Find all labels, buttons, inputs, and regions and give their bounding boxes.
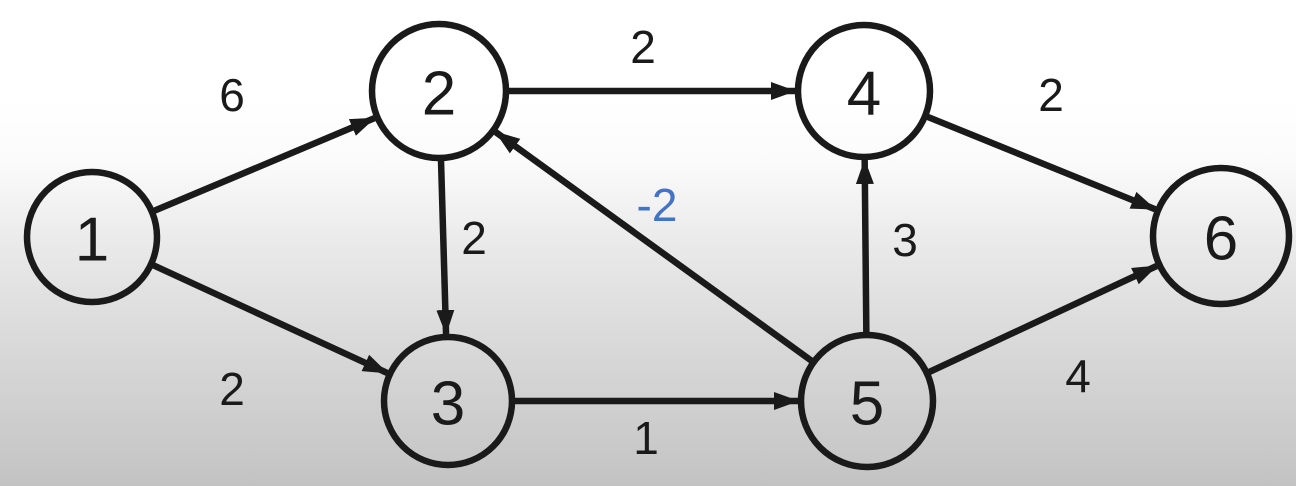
graph-edge-2-3 [436,157,455,336]
graph-edge-5-6 [925,263,1159,377]
node-label-5: 5 [850,370,884,439]
edge-weight-1-3: 2 [219,363,245,415]
graph-edge-5-4 [855,158,874,336]
graph-node-4 [794,21,934,161]
edge-weight-5-4: 3 [892,214,918,266]
graph-edge-1-2 [150,115,376,215]
node-label-1: 1 [75,206,109,275]
node-label-2: 2 [422,60,456,129]
graph-node-3 [380,333,516,469]
graph-node-1 [23,168,161,306]
edge-weight-1-2: 6 [219,69,245,121]
edge-weight-3-5: 1 [633,412,659,464]
graph-edge-5-2 [493,129,816,365]
graph-edge-4-6 [923,112,1157,213]
graph-node-2 [368,20,510,162]
node-label-6: 6 [1204,205,1238,274]
edge-weight-2-3: 2 [461,212,487,264]
edge-weight-2-4: 2 [630,21,656,73]
edge-weight-5-6: 4 [1065,350,1091,402]
graph-edge-1-3 [149,261,389,376]
graph-node-6 [1149,164,1293,308]
node-label-3: 3 [431,370,465,439]
node-label-4: 4 [847,60,881,129]
edge-weight-5-2: -2 [637,179,678,231]
edge-weight-4-6: 2 [1038,69,1064,121]
graph-node-5 [797,331,937,471]
